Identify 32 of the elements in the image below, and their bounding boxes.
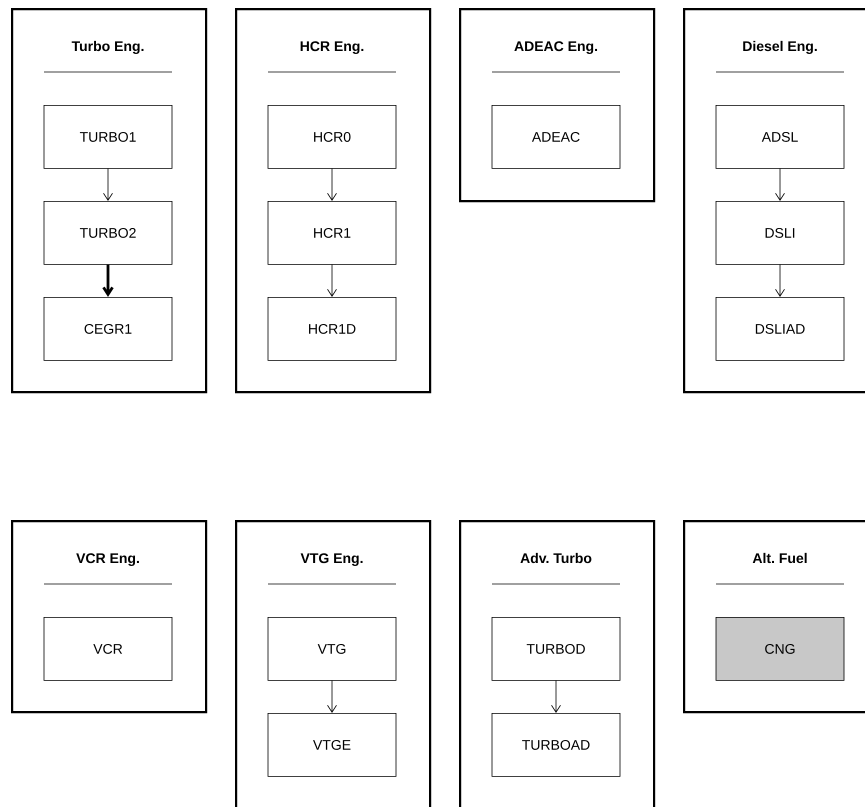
process-box: TURBO2 xyxy=(44,201,172,265)
process-box: TURBOAD xyxy=(492,713,620,777)
group-heading: Diesel Eng. xyxy=(743,40,817,54)
process-box: TURBOD xyxy=(492,617,620,681)
group-heading: VCR Eng. xyxy=(76,553,139,566)
process-box: ADEAC xyxy=(492,105,620,169)
process-box: VCR xyxy=(44,617,172,681)
process-box: DSLI xyxy=(716,201,844,265)
process-box: TURBO1 xyxy=(44,105,172,169)
process-box: CEGR1 xyxy=(44,297,172,361)
arrow xyxy=(775,264,785,298)
process-box: VTGE xyxy=(268,713,396,777)
arrow xyxy=(102,264,114,297)
group-heading: Alt. Fuel xyxy=(752,552,807,564)
arrow xyxy=(551,680,561,713)
process-box: ADSL xyxy=(716,105,844,169)
group-heading: ADEAC Eng. xyxy=(514,41,598,54)
group-heading: HCR Eng. xyxy=(300,41,364,54)
arrow xyxy=(327,168,337,201)
arrow xyxy=(327,264,337,298)
arrow xyxy=(775,168,785,201)
process-box: HCR0 xyxy=(268,105,396,169)
group-heading: VTG Eng. xyxy=(300,553,363,566)
group-heading: Turbo Eng. xyxy=(72,40,144,54)
arrow xyxy=(327,680,337,713)
process-box: HCR1D xyxy=(268,297,396,361)
process-box: CNG xyxy=(716,617,844,681)
process-box: DSLIAD xyxy=(716,297,844,361)
arrow xyxy=(103,168,113,201)
process-box: HCR1 xyxy=(268,201,396,265)
process-box: VTG xyxy=(268,617,396,681)
group-heading: Adv. Turbo xyxy=(520,552,592,564)
